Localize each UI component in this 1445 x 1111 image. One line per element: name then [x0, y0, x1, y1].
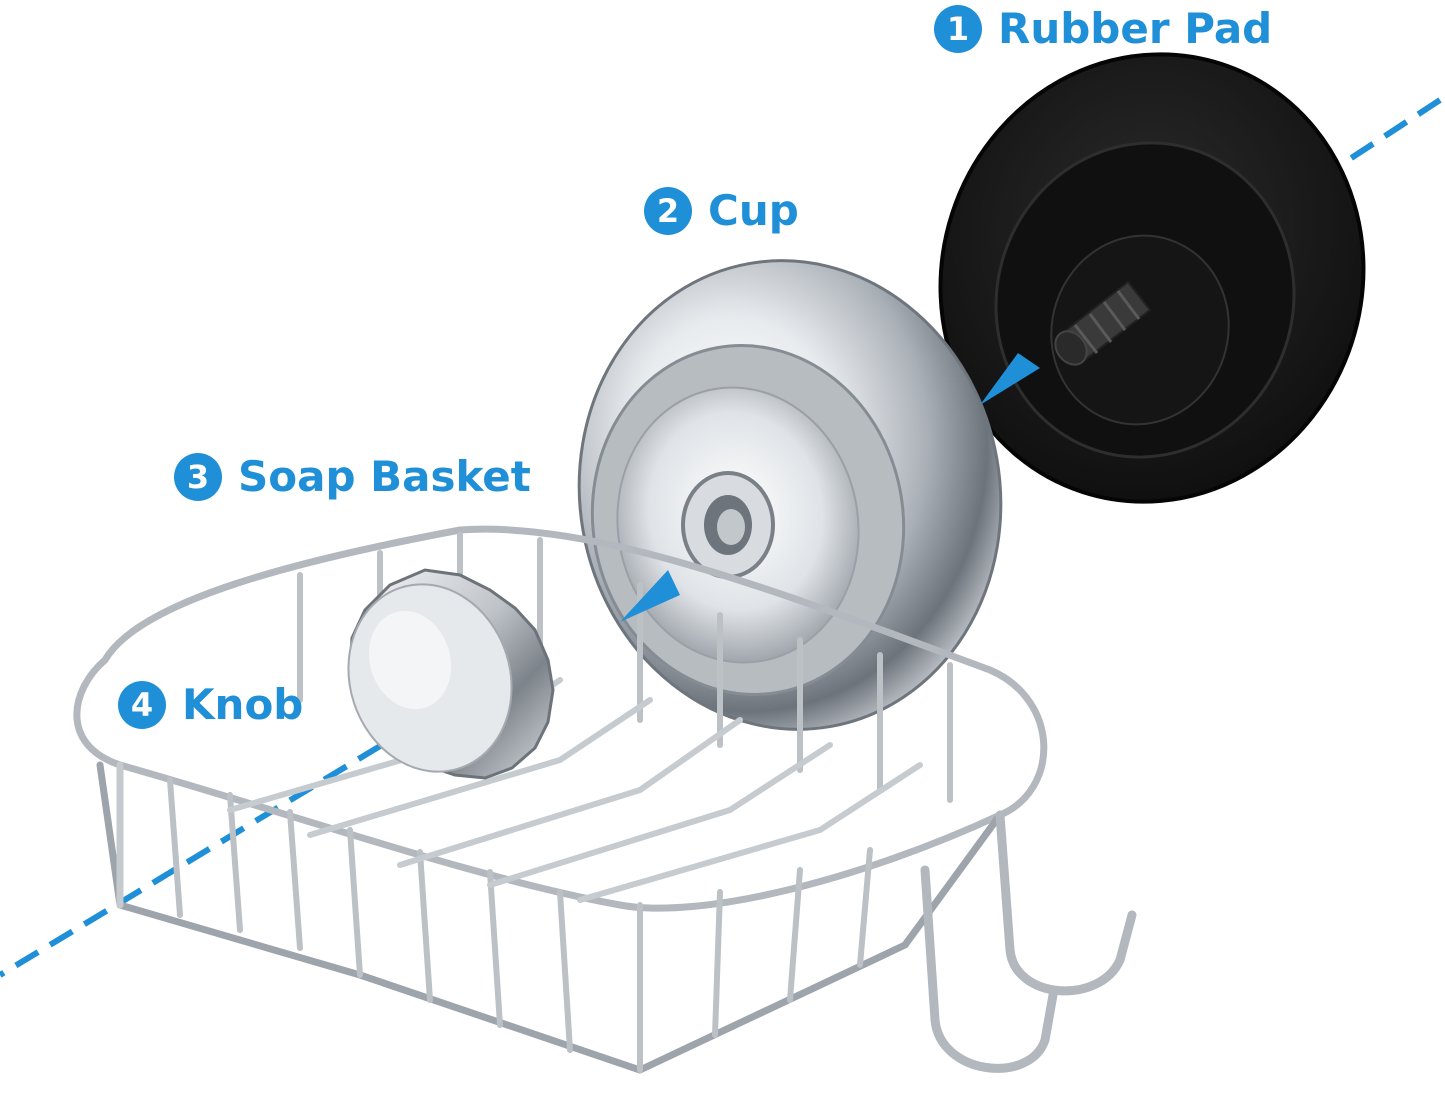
assembly-arrow-icon	[620, 353, 1040, 622]
label-knob: 4 Knob	[118, 680, 303, 729]
label-soap-basket: 3 Soap Basket	[174, 452, 531, 501]
knob	[347, 568, 555, 780]
soap-basket	[73, 525, 1137, 1074]
number-badge-icon: 2	[644, 186, 692, 235]
number-badge-icon: 4	[118, 680, 166, 729]
rubber-pad	[938, 52, 1366, 504]
basket-hooks	[920, 810, 1137, 1073]
label-rubber-pad: 1 Rubber Pad	[934, 4, 1272, 53]
label-cup: 2 Cup	[644, 186, 799, 235]
part-name: Cup	[708, 186, 799, 235]
number-badge-icon: 3	[174, 452, 222, 501]
part-name: Soap Basket	[238, 452, 531, 501]
number-badge-icon: 1	[934, 4, 982, 53]
threaded-screw	[1054, 280, 1152, 366]
part-name: Rubber Pad	[998, 4, 1273, 53]
part-name: Knob	[182, 680, 304, 729]
